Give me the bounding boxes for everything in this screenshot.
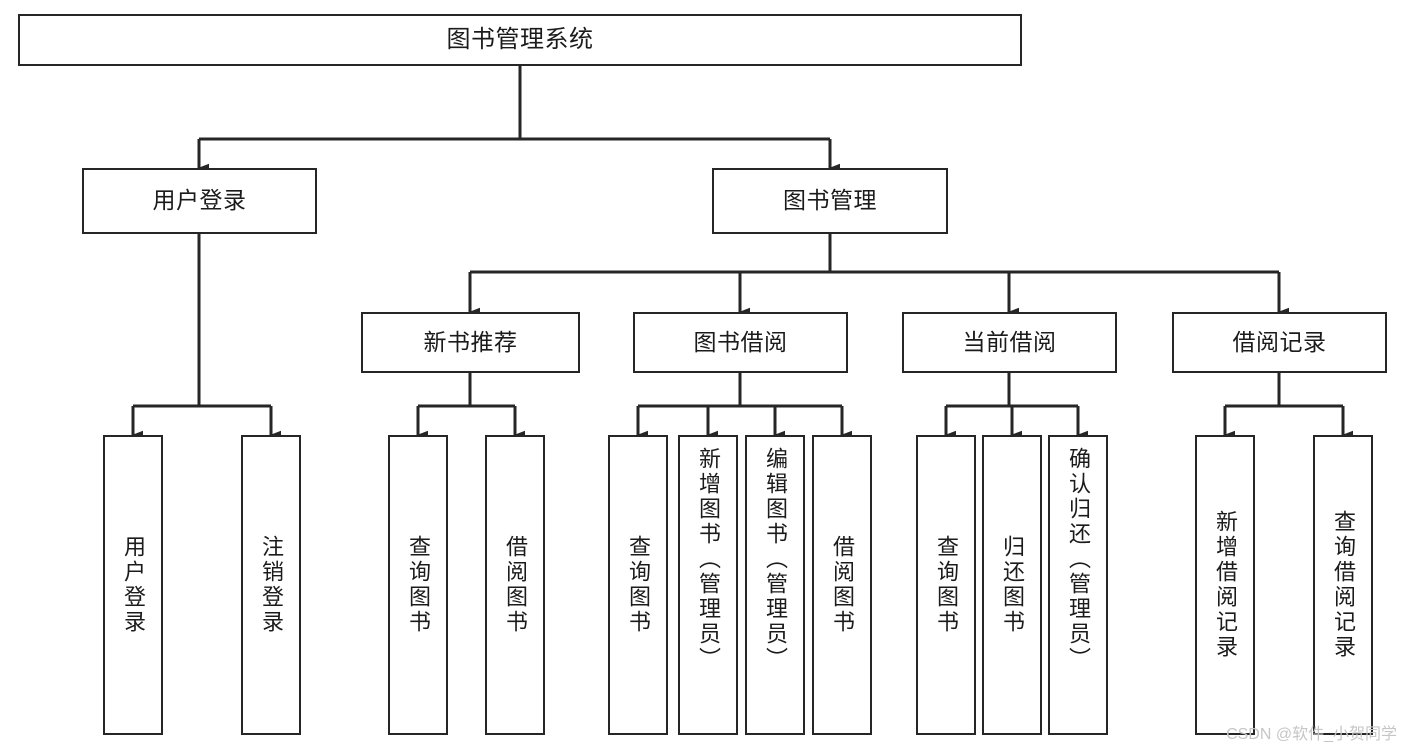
node-leaf-borrow-book-1[interactable]: 借阅图书	[485, 435, 545, 735]
node-leaf-borrow-book-2-label: 借阅图书	[830, 535, 855, 635]
node-current-borrow[interactable]: 当前借阅	[902, 312, 1117, 373]
node-root-label: 图书管理系统	[446, 25, 594, 53]
node-leaf-edit-book[interactable]: 编辑图书（管理员）	[745, 435, 805, 735]
node-leaf-add-record[interactable]: 新增借阅记录	[1195, 435, 1255, 735]
node-user-login-label: 用户登录	[152, 187, 247, 214]
node-leaf-query-book-1-label: 查询图书	[406, 535, 431, 635]
node-user-login[interactable]: 用户登录	[82, 168, 317, 234]
node-leaf-query-record-label: 查询借阅记录	[1331, 510, 1356, 660]
node-current-borrow-label: 当前借阅	[962, 328, 1057, 355]
node-leaf-confirm-return[interactable]: 确认归还（管理员）	[1048, 435, 1108, 735]
node-book-manage-label: 图书管理	[783, 187, 877, 214]
node-leaf-add-book-label: 新增图书（管理员）	[696, 447, 721, 672]
node-leaf-query-book-1[interactable]: 查询图书	[388, 435, 448, 735]
node-leaf-return-book[interactable]: 归还图书	[982, 435, 1042, 735]
node-book-borrow[interactable]: 图书借阅	[633, 312, 848, 373]
node-leaf-return-book-label: 归还图书	[1000, 535, 1025, 635]
node-leaf-add-book[interactable]: 新增图书（管理员）	[678, 435, 738, 735]
node-book-manage[interactable]: 图书管理	[712, 168, 948, 234]
node-borrow-record[interactable]: 借阅记录	[1172, 312, 1387, 373]
node-leaf-confirm-return-label: 确认归还（管理员）	[1066, 447, 1091, 672]
node-leaf-query-book-2-label: 查询图书	[626, 535, 651, 635]
node-leaf-query-book-3-label: 查询图书	[934, 535, 959, 635]
node-book-borrow-label: 图书借阅	[693, 328, 788, 355]
node-leaf-query-record[interactable]: 查询借阅记录	[1313, 435, 1373, 735]
node-leaf-user-login-label: 用户登录	[121, 535, 146, 635]
node-leaf-add-record-label: 新增借阅记录	[1213, 510, 1238, 660]
node-new-book-recommend-label: 新书推荐	[423, 328, 518, 355]
csdn-watermark: CSDN @软件_小贺同学	[1226, 726, 1397, 743]
node-leaf-query-book-3[interactable]: 查询图书	[916, 435, 976, 735]
node-borrow-record-label: 借阅记录	[1232, 328, 1327, 355]
node-leaf-borrow-book-1-label: 借阅图书	[503, 535, 528, 635]
node-leaf-query-book-2[interactable]: 查询图书	[608, 435, 668, 735]
node-new-book-recommend[interactable]: 新书推荐	[361, 312, 580, 373]
node-leaf-user-login[interactable]: 用户登录	[103, 435, 163, 735]
node-leaf-edit-book-label: 编辑图书（管理员）	[763, 447, 788, 672]
node-root[interactable]: 图书管理系统	[18, 14, 1022, 66]
node-leaf-borrow-book-2[interactable]: 借阅图书	[812, 435, 872, 735]
node-leaf-user-logout[interactable]: 注销登录	[241, 435, 301, 735]
node-leaf-user-logout-label: 注销登录	[259, 535, 284, 635]
